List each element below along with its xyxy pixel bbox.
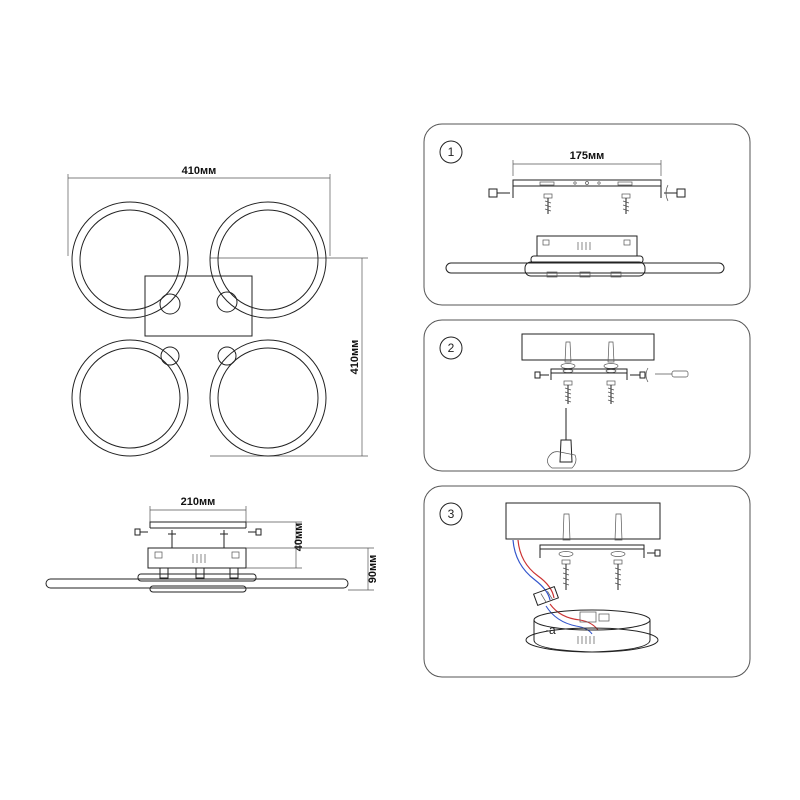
step-3-screw-right	[613, 559, 623, 590]
step-2-screw-left	[563, 380, 573, 404]
step-3-number: 3	[448, 507, 455, 521]
side-mount-height-label: 40мм	[293, 523, 305, 552]
side-mount-width-label: 210мм	[181, 496, 216, 508]
top-width-label: 410мм	[182, 165, 217, 177]
step-2-number: 2	[448, 341, 455, 355]
step-3-screw-left	[561, 559, 571, 590]
ring-top-right	[209, 201, 327, 319]
step-1-panel: 1 175мм	[423, 123, 751, 306]
step-2-panel: 2	[423, 319, 751, 472]
step-3-panel: 3	[423, 485, 751, 678]
step-1-screw-right	[621, 193, 631, 214]
top-height-label: 410мм	[349, 340, 361, 375]
step-1-dimension-label: 175мм	[570, 150, 605, 162]
side-total-height-label: 90мм	[367, 555, 379, 584]
top-view: 410мм 410мм	[67, 165, 368, 457]
side-view: 210мм 40мм	[45, 496, 379, 593]
step-1-number: 1	[448, 145, 455, 159]
ring-bottom-left	[71, 339, 189, 457]
screwdriver-icon	[547, 408, 577, 469]
ring-bottom-right	[209, 339, 327, 457]
svg-text:·a: ·a	[545, 623, 556, 637]
ring-top-left	[71, 201, 189, 319]
step-2-screw-right	[606, 380, 616, 404]
step-1-screw-left	[543, 193, 553, 214]
